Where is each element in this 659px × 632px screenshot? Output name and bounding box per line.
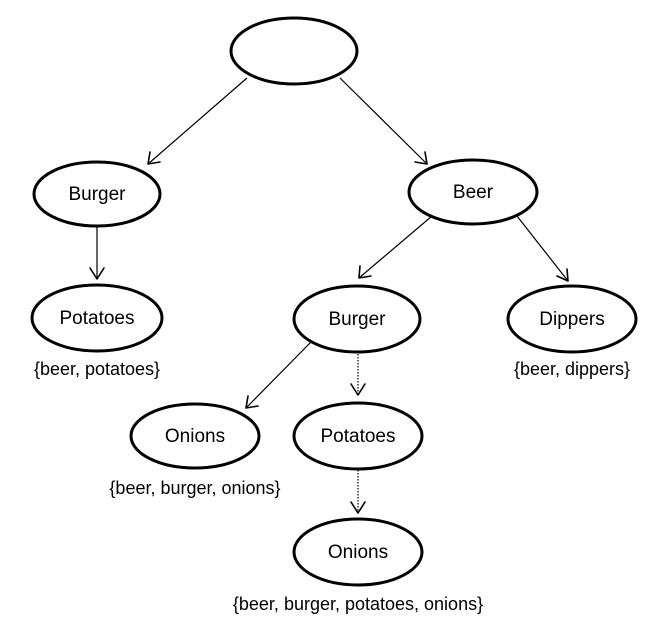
- edge-root-beer: [339, 77, 428, 165]
- node-beer-label: Beer: [453, 182, 494, 203]
- node-potatoes-mid: Potatoes: [292, 401, 424, 471]
- node-burger-mid: Burger: [292, 284, 422, 354]
- node-potatoes-left-ellipse: [30, 283, 164, 353]
- itemset-beer-burger-potatoes-onions: {beer, burger, potatoes, onions}: [233, 594, 483, 614]
- arrowhead-beer-dippers: [556, 268, 569, 282]
- node-beer-ellipse: [407, 158, 539, 226]
- node-dippers: Dippers: [506, 284, 638, 354]
- node-root: [229, 16, 359, 86]
- node-onions-bottom-ellipse: [292, 517, 424, 587]
- node-potatoes-left-label: Potatoes: [60, 308, 135, 329]
- node-onions-mid: Onions: [129, 402, 261, 470]
- node-burger-mid-label: Burger: [328, 309, 386, 330]
- arrowhead-burger-potatoes: [89, 267, 105, 280]
- arrowhead-potatoes-onions: [350, 501, 366, 514]
- node-potatoes-mid-ellipse: [292, 401, 424, 471]
- node-onions-bottom-label: Onions: [328, 542, 388, 563]
- node-burger-left-ellipse: [32, 160, 162, 228]
- itemset-beer-potatoes: {beer, potatoes}: [34, 359, 160, 379]
- node-root-ellipse: [229, 16, 359, 86]
- arrowhead-burger-potatoes-mid: [350, 383, 366, 396]
- arrowhead-root-burger: [147, 151, 161, 165]
- node-burger-mid-ellipse: [292, 284, 422, 354]
- node-onions-bottom: Onions: [292, 517, 424, 587]
- edge-burger-onions: [245, 341, 312, 409]
- node-potatoes-mid-label: Potatoes: [321, 426, 396, 447]
- node-onions-mid-ellipse: [129, 402, 261, 470]
- itemset-beer-dippers: {beer, dippers}: [514, 359, 630, 379]
- arrowhead-root-beer: [414, 151, 428, 165]
- node-potatoes-left: Potatoes: [30, 283, 164, 353]
- node-burger-left: Burger: [32, 160, 162, 228]
- arrowhead-beer-burger: [358, 265, 372, 279]
- itemset-beer-burger-onions: {beer, burger, onions}: [109, 478, 280, 498]
- itemset-labels: {beer, potatoes} {beer, dippers} {beer, …: [34, 359, 630, 614]
- edges: [89, 77, 569, 514]
- node-dippers-label: Dippers: [539, 309, 604, 330]
- node-beer: Beer: [407, 158, 539, 226]
- node-burger-left-label: Burger: [68, 184, 126, 205]
- edge-root-burger: [147, 77, 248, 165]
- edge-beer-dippers: [516, 215, 569, 282]
- node-onions-mid-label: Onions: [165, 426, 225, 447]
- node-dippers-ellipse: [506, 284, 638, 354]
- edge-beer-burger: [358, 215, 433, 279]
- arrowhead-burger-onions: [245, 395, 259, 409]
